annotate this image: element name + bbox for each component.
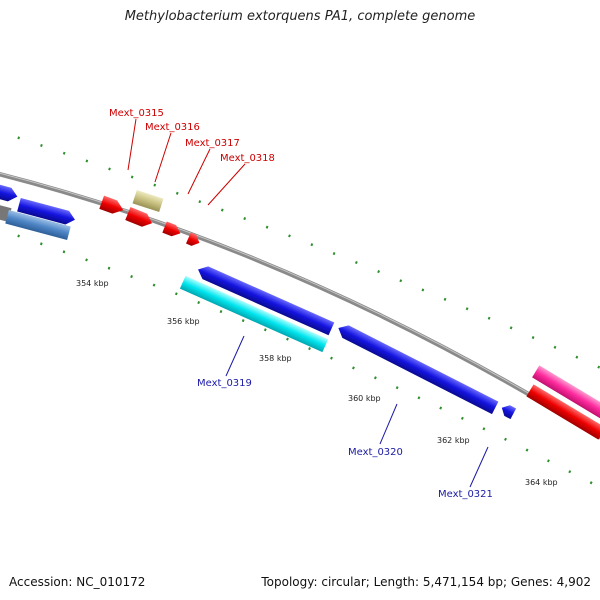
gene-mext-0318[interactable]	[162, 221, 182, 238]
label-mext-0319[interactable]: Mext_0319	[197, 378, 252, 389]
tick-label-358: 358 kbp	[259, 354, 292, 363]
tick-label-354: 354 kbp	[76, 279, 109, 288]
label-mext-0316[interactable]: Mext_0316	[145, 122, 200, 133]
label-mext-0318[interactable]: Mext_0318	[220, 153, 275, 164]
tick-labels: 354 kbp 356 kbp 358 kbp 360 kbp 362 kbp …	[76, 279, 558, 487]
gene-right-forward-pink[interactable]	[532, 365, 600, 419]
forward-genes	[0, 182, 600, 419]
tick-label-356: 356 kbp	[167, 317, 200, 326]
gene-mext-0321[interactable]	[499, 402, 517, 420]
gene-mext-0319-arrow[interactable]	[195, 263, 335, 336]
gene-mext-0315[interactable]	[99, 195, 125, 217]
tick-label-364: 364 kbp	[525, 478, 558, 487]
gene-left-reverse-gray[interactable]	[0, 204, 12, 222]
gene-labels: Mext_0315 Mext_0316 Mext_0317 Mext_0318 …	[109, 108, 493, 500]
label-mext-0321[interactable]: Mext_0321	[438, 489, 493, 500]
gene-mext-0320[interactable]	[335, 322, 499, 415]
gene-mext-0317[interactable]	[125, 207, 154, 230]
label-mext-0317[interactable]: Mext_0317	[185, 138, 240, 149]
genome-summary-text: Topology: circular; Length: 5,471,154 bp…	[261, 575, 591, 589]
genome-backbone-highlight	[0, 172, 600, 437]
accession-text: Accession: NC_010172	[9, 575, 146, 589]
gene-mext-0316[interactable]	[132, 190, 164, 212]
gene-right-reverse-red[interactable]	[526, 384, 600, 440]
genome-backbone	[0, 171, 600, 440]
gene-left-reverse-steel[interactable]	[5, 209, 71, 241]
label-mext-0315[interactable]: Mext_0315	[109, 108, 164, 119]
leader-lines	[127, 118, 489, 488]
tick-label-360: 360 kbp	[348, 394, 381, 403]
gene-mext-0318b[interactable]	[185, 232, 202, 248]
tick-label-362: 362 kbp	[437, 436, 470, 445]
map-title: Methylobacterium extorquens PA1, complet…	[124, 9, 476, 24]
inner-tick-ring	[0, 228, 600, 489]
label-mext-0320[interactable]: Mext_0320	[348, 447, 403, 458]
gene-mext-0319[interactable]	[179, 275, 329, 353]
reverse-genes	[0, 204, 600, 440]
gene-left-forward-blue[interactable]	[0, 182, 19, 204]
gene-left-forward-blue-2[interactable]	[17, 197, 77, 227]
